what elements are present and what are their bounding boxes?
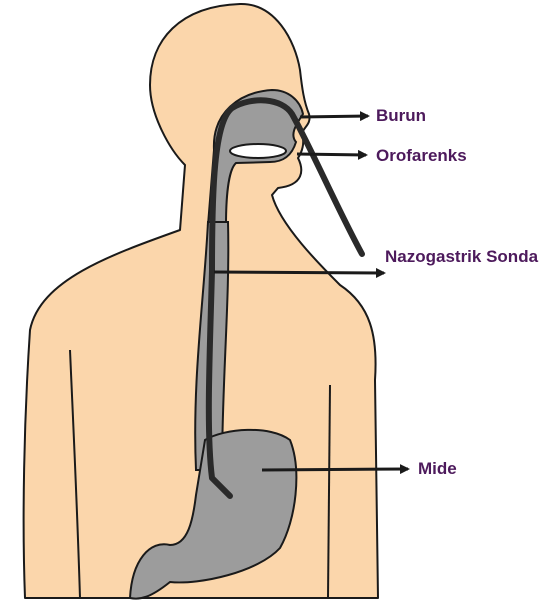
mouth-opening	[230, 144, 286, 158]
label-orofarenks: Orofarenks	[376, 147, 467, 164]
label-burun: Burun	[376, 107, 426, 124]
label-mide: Mide	[418, 460, 457, 477]
sonda-arrow	[214, 272, 384, 273]
orofarenks-arrow	[297, 154, 366, 155]
label-nazogastrik-sonda: Nazogastrik Sonda	[385, 248, 538, 265]
mide-arrow	[262, 469, 408, 470]
burun-arrow	[300, 116, 368, 117]
